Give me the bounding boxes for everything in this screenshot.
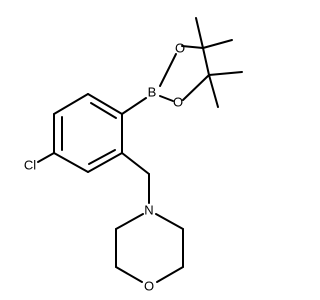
bond-c4-c5 [53, 152, 89, 173]
bond-c2-b [121, 97, 147, 115]
bond-c11-o [115, 266, 143, 283]
atom-oxygen-2: O [173, 95, 183, 110]
bond-c7-c8 [202, 47, 210, 76]
methyl-1 [195, 17, 204, 49]
methyl-3 [208, 71, 243, 76]
bond-b-o2 [159, 95, 174, 102]
atom-oxygen-morpholine: O [144, 279, 154, 294]
bond-c3-c4 [87, 152, 123, 173]
dioxaborolane-ring [159, 17, 243, 108]
morpholine-ring [115, 213, 184, 283]
bond-c6-c1 [53, 93, 89, 115]
bond-c12-o [156, 266, 184, 283]
bond-n-c9 [115, 213, 144, 230]
methyl-2 [202, 39, 233, 49]
atom-nitrogen: N [144, 203, 153, 218]
atom-chlorine: Cl [24, 158, 36, 173]
atom-oxygen-1: O [175, 41, 185, 56]
bond-o1-c7 [181, 45, 204, 49]
atom-boron: B [148, 85, 157, 100]
bond-n-c10 [155, 213, 184, 230]
bond-o2-c8 [182, 74, 210, 101]
benzene-ring [53, 93, 123, 173]
double-bond-c1-c2 [90, 102, 117, 119]
bond-b-o1 [159, 53, 177, 87]
bond-c1-c2 [87, 93, 123, 115]
chemical-structure-diagram: Cl B O O N O [24, 17, 243, 294]
double-bond-c3-c4 [88, 149, 116, 165]
bond-c3-ch2 [121, 152, 150, 175]
methyl-4 [208, 74, 219, 108]
bond-c5-cl [37, 152, 55, 163]
